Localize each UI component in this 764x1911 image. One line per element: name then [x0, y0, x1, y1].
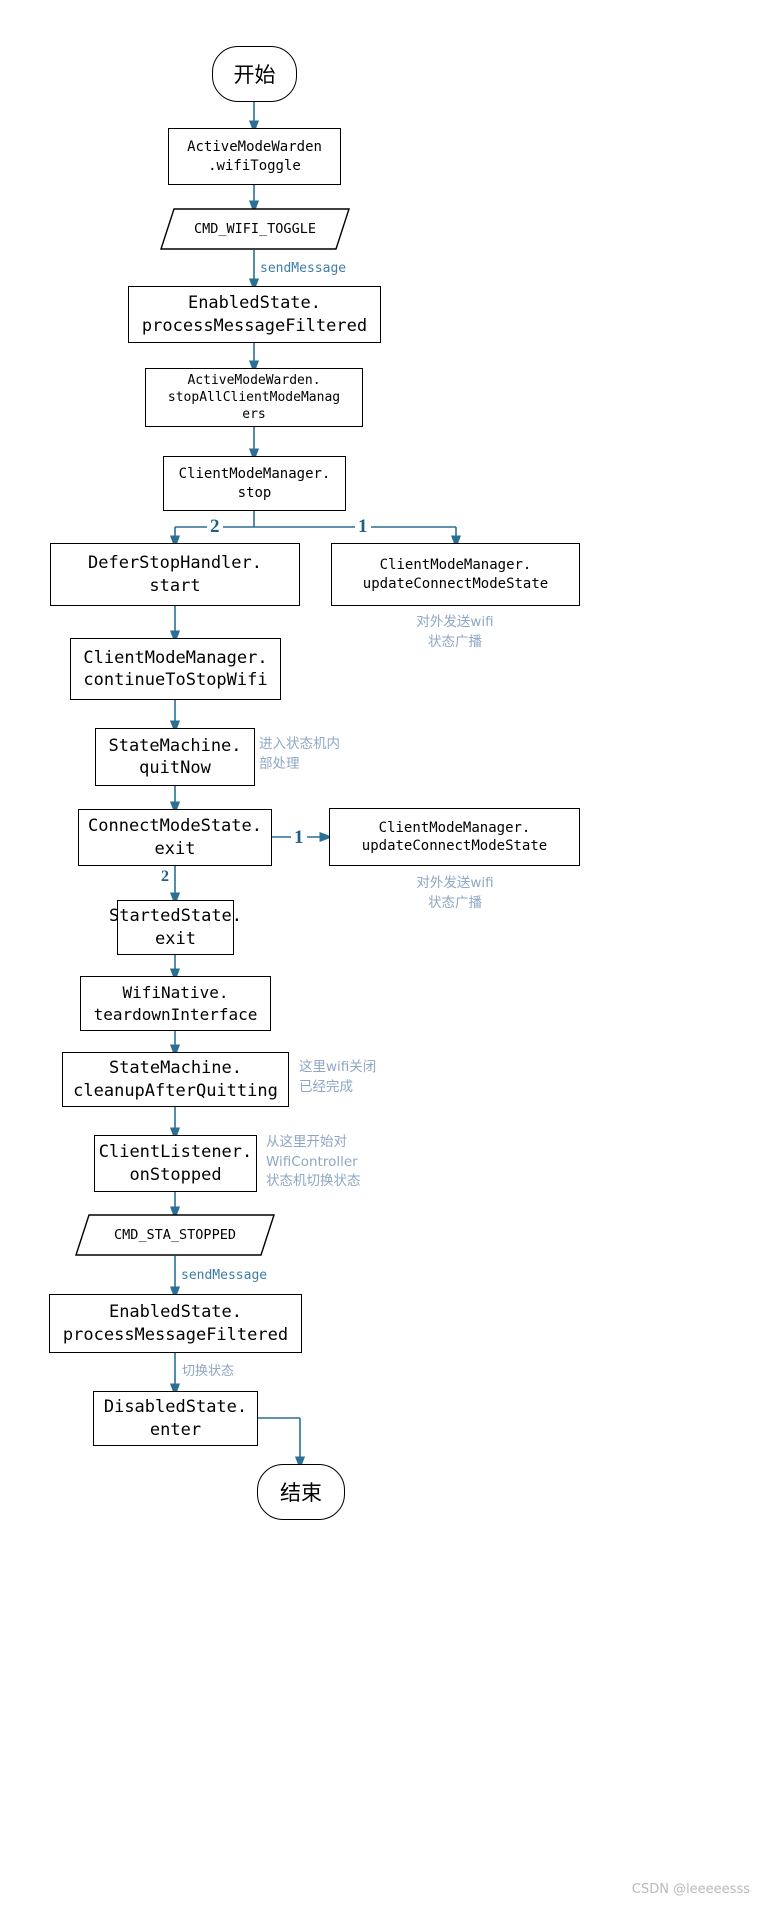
node-enabled-state-2[interactable]: EnabledState. processMessageFiltered: [49, 1294, 302, 1353]
node-cleanup-after-quitting[interactable]: StateMachine. cleanupAfterQuitting: [62, 1052, 289, 1107]
node-started-state-exit-label: StartedState. exit: [108, 906, 243, 949]
node-cmd-wifi-toggle-label: CMD_WIFI_TOGGLE: [194, 221, 316, 237]
node-update-connect-mode-state-2-label: ClientModeManager. updateConnectModeStat…: [361, 819, 548, 854]
node-started-state-exit[interactable]: StartedState. exit: [109, 900, 242, 955]
node-state-machine-quit-now-label: StateMachine. quitNow: [108, 735, 242, 778]
node-update-connect-mode-state-1-label: ClientModeManager. updateConnectModeStat…: [362, 557, 549, 592]
note-broadcast-2: 对外发送wifi 状态广播: [416, 875, 494, 911]
node-connect-mode-state-exit[interactable]: ConnectModeState. exit: [78, 809, 272, 866]
node-enabled-state-1-label: EnabledState. processMessageFiltered: [141, 293, 368, 336]
node-cmd-wifi-toggle[interactable]: CMD_WIFI_TOGGLE: [160, 208, 350, 250]
parallelogram-shape: [75, 1214, 275, 1256]
node-connect-mode-state-exit-label: ConnectModeState. exit: [88, 816, 262, 859]
node-end[interactable]: 结束: [257, 1464, 345, 1520]
node-defer-stop-handler-start[interactable]: DeferStopHandler. start: [50, 543, 300, 606]
node-enabled-state-1[interactable]: EnabledState. processMessageFiltered: [128, 286, 381, 343]
node-cleanup-after-quitting-label: StateMachine. cleanupAfterQuitting: [73, 1058, 278, 1101]
branch-number-connect-exit-1: 1: [291, 828, 307, 847]
node-defer-stop-handler-start-label: DeferStopHandler. start: [88, 553, 262, 596]
edge-label-send-message-2: sendMessage: [181, 1268, 268, 1283]
node-update-connect-mode-state-2[interactable]: ClientModeManager. updateConnectModeStat…: [329, 808, 580, 866]
node-client-mode-manager-stop-label: ClientModeManager. stop: [178, 466, 331, 501]
node-wifi-toggle-label: ActiveModeWarden .wifiToggle: [187, 139, 322, 174]
node-continue-to-stop-wifi-label: ClientModeManager. continueToStopWifi: [83, 647, 268, 690]
watermark: CSDN @leeeeesss: [631, 1882, 750, 1897]
node-wifi-native-teardown-interface-label: WifiNative. teardownInterface: [93, 983, 258, 1024]
node-disabled-state-enter[interactable]: DisabledState. enter: [93, 1391, 258, 1446]
edge-label-send-message-1: sendMessage: [260, 261, 347, 276]
note-wifi-closed: 这里wifi关闭 已经完成: [299, 1059, 377, 1095]
node-wifi-toggle[interactable]: ActiveModeWarden .wifiToggle: [168, 128, 341, 185]
node-wifi-native-teardown-interface[interactable]: WifiNative. teardownInterface: [80, 976, 271, 1031]
node-start-label: 开始: [233, 63, 276, 87]
parallelogram-shape: [160, 208, 350, 250]
node-end-label: 结束: [280, 1481, 322, 1505]
note-broadcast-1: 对外发送wifi 状态广播: [416, 614, 494, 650]
node-continue-to-stop-wifi[interactable]: ClientModeManager. continueToStopWifi: [70, 638, 281, 700]
node-disabled-state-enter-label: DisabledState. enter: [103, 1397, 248, 1440]
branch-number-connect-exit-2: 2: [158, 869, 172, 885]
note-controller-switch: 从这里开始对 WifiController 状态机切换状态: [266, 1134, 361, 1190]
node-enabled-state-2-label: EnabledState. processMessageFiltered: [62, 1302, 289, 1345]
branch-number-cmm-stop-2: 2: [207, 517, 223, 536]
node-cmd-sta-stopped[interactable]: CMD_STA_STOPPED: [75, 1214, 275, 1256]
node-client-mode-manager-stop[interactable]: ClientModeManager. stop: [163, 456, 346, 511]
note-enter-statemachine: 进入状态机内 部处理: [259, 736, 340, 772]
node-stop-all-client-mode-managers-label: ActiveModeWarden. stopAllClientModeManag…: [167, 372, 341, 423]
node-state-machine-quit-now[interactable]: StateMachine. quitNow: [95, 728, 255, 786]
edge-label-switch-state: 切换状态: [182, 1364, 235, 1379]
node-client-listener-on-stopped[interactable]: ClientListener. onStopped: [94, 1135, 257, 1192]
node-stop-all-client-mode-managers[interactable]: ActiveModeWarden. stopAllClientModeManag…: [145, 368, 363, 427]
node-start[interactable]: 开始: [212, 46, 297, 102]
node-client-listener-on-stopped-label: ClientListener. onStopped: [98, 1142, 253, 1185]
branch-number-cmm-stop-1: 1: [355, 517, 371, 536]
node-cmd-sta-stopped-label: CMD_STA_STOPPED: [114, 1227, 236, 1243]
node-update-connect-mode-state-1[interactable]: ClientModeManager. updateConnectModeStat…: [331, 543, 580, 606]
